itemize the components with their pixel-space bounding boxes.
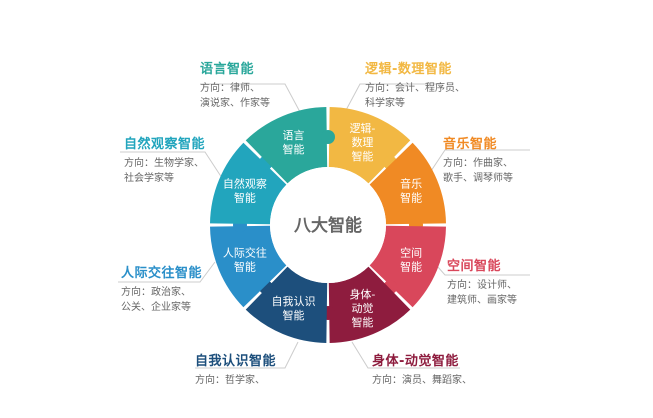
label-title: 逻辑-数理智能 bbox=[365, 62, 452, 77]
segment-intrapersonal bbox=[245, 266, 328, 343]
label-desc: 方向：会计、程序员、 科学家等 bbox=[365, 83, 465, 109]
label-desc: 方向：设计师、 建筑师、画家等 bbox=[447, 280, 517, 306]
puzzle-knob bbox=[321, 130, 335, 144]
segment-label: 身体- bbox=[349, 287, 375, 301]
segment-label: 智能 bbox=[234, 191, 256, 205]
label-desc: 方向：哲学家、 bbox=[195, 375, 265, 386]
label-desc: 方向：作曲家、 歌手、调琴师等 bbox=[443, 158, 513, 184]
label-music: 音乐智能 方向：作曲家、 歌手、调琴师等 bbox=[443, 133, 513, 186]
label-title: 人际交往智能 bbox=[121, 266, 203, 281]
label-desc: 方向：律师、 演说家、作家等 bbox=[200, 83, 270, 109]
label-body: 身体-动觉智能 方向：演员、舞蹈家、 bbox=[372, 350, 472, 388]
segment-logic bbox=[328, 107, 411, 184]
segment-label: 智能 bbox=[283, 142, 305, 156]
segment-label: 动觉 bbox=[351, 302, 373, 315]
segment-label: 智能 bbox=[351, 315, 373, 329]
segment-naturalist bbox=[210, 142, 287, 225]
label-interpersonal: 人际交往智能 方向：政治家、 公关、企业家等 bbox=[121, 262, 202, 315]
label-title: 自我认识智能 bbox=[195, 354, 277, 369]
segment-spatial bbox=[369, 225, 446, 308]
label-title: 空间智能 bbox=[447, 259, 502, 274]
ring-segments: 逻辑-数理智能音乐智能空间智能身体-动觉智能自我认识智能人际交往智能自然观察智能… bbox=[210, 107, 446, 343]
segment-linguistic bbox=[245, 107, 328, 184]
segment-label: 智能 bbox=[351, 149, 373, 163]
label-desc: 方向：演员、舞蹈家、 bbox=[372, 375, 472, 386]
segment-music bbox=[369, 142, 446, 225]
label-desc: 方向：政治家、 公关、企业家等 bbox=[121, 287, 191, 313]
segment-label: 人际交往 bbox=[223, 245, 267, 259]
segment-label: 自然观察 bbox=[223, 177, 267, 191]
label-naturalist: 自然观察智能 方向：生物学家、 社会学家等 bbox=[124, 133, 205, 186]
label-linguistic: 语言智能 方向：律师、 演说家、作家等 bbox=[200, 58, 270, 111]
segment-label: 数理 bbox=[351, 136, 373, 149]
label-title: 自然观察智能 bbox=[124, 137, 206, 152]
segment-body bbox=[328, 266, 411, 343]
segment-label: 智能 bbox=[283, 308, 305, 322]
segment-label: 语言 bbox=[283, 129, 305, 142]
label-title: 身体-动觉智能 bbox=[372, 354, 459, 369]
segment-label: 智能 bbox=[400, 259, 422, 273]
label-desc: 方向：生物学家、 社会学家等 bbox=[124, 158, 204, 184]
leader-lines bbox=[118, 83, 530, 369]
segment-label: 智能 bbox=[234, 259, 256, 273]
label-title: 语言智能 bbox=[200, 62, 255, 77]
label-intrapersonal: 自我认识智能 方向：哲学家、 bbox=[195, 350, 276, 388]
segment-label: 音乐 bbox=[400, 177, 422, 191]
label-title: 音乐智能 bbox=[443, 137, 498, 152]
segment-label: 智能 bbox=[400, 191, 422, 205]
center-label: 八大智能 bbox=[294, 215, 362, 236]
label-logic: 逻辑-数理智能 方向：会计、程序员、 科学家等 bbox=[365, 58, 465, 111]
segment-label: 自我认识 bbox=[272, 295, 316, 308]
label-spatial: 空间智能 方向：设计师、 建筑师、画家等 bbox=[447, 255, 517, 308]
segment-interpersonal bbox=[210, 225, 287, 308]
center-circle bbox=[270, 167, 386, 283]
segment-label: 逻辑- bbox=[349, 121, 375, 135]
segment-label: 空间 bbox=[400, 245, 422, 259]
